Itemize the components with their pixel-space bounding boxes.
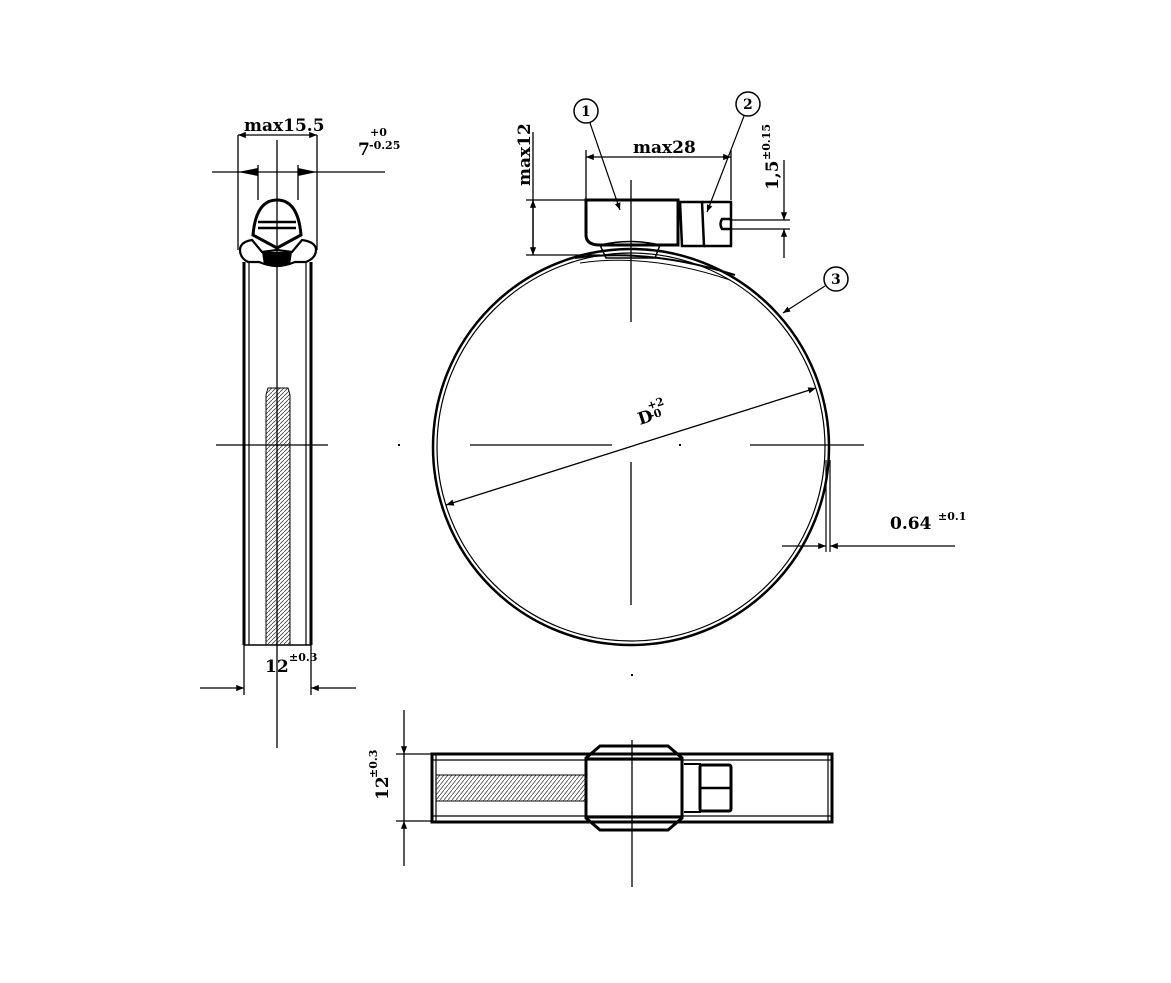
dim-band-thickness-tol: ±0.1 [938, 510, 966, 523]
side-view-screw-head [238, 198, 318, 268]
side-view-band [242, 262, 313, 646]
front-view-housing [584, 198, 733, 259]
dim-max15-5-label: max15.5 [244, 116, 325, 136]
balloon-3-number: 3 [831, 272, 841, 288]
dim-band-thickness: 0.64 ±0.1 [782, 460, 966, 552]
dim-max12-label: max12 [515, 123, 535, 186]
dim-screw-slot: 7 +0 -0.25 [212, 126, 400, 176]
balloon-1: 1 [573, 98, 621, 211]
dim-top-band-width: 12 ±0.3 [367, 710, 432, 866]
dim-diameter-base: D [635, 406, 655, 430]
top-view: 12 ±0.3 [367, 710, 834, 887]
dim-side-band-width: 12 ±0.3 [200, 645, 356, 695]
top-view-thread [435, 774, 587, 802]
dim-diameter-tol-upper: +2 [646, 395, 666, 413]
dim-max12: max12 [515, 123, 600, 256]
top-view-screw-head [684, 763, 733, 813]
dim-screw-slot-tol-lower: -0.25 [369, 139, 400, 152]
dim-top-band-width-base: 12 [373, 776, 393, 800]
balloon-2-number: 2 [743, 97, 753, 113]
dim-max28: max28 [585, 138, 732, 200]
dim-slot-width-base: 1,5 [763, 160, 783, 190]
balloon-1-number: 1 [581, 104, 591, 120]
balloon-3: 3 [782, 266, 849, 314]
side-view: max15.5 7 +0 -0.25 12 ±0.3 [200, 116, 400, 748]
dim-max28-label: max28 [633, 138, 696, 158]
top-view-housing [584, 744, 684, 832]
side-view-thread [265, 387, 291, 646]
dim-diameter-tol-lower: -0 [648, 406, 664, 422]
front-view: max28 max12 1,5 ±0.15 D +2 -0 [398, 91, 966, 676]
dim-screw-slot-tol-upper: +0 [370, 126, 387, 139]
dim-max15-5: max15.5 [237, 116, 325, 250]
dim-top-band-width-tol: ±0.3 [367, 750, 380, 778]
dim-band-thickness-base: 0.64 [890, 514, 932, 534]
dim-slot-width-tol: ±0.15 [760, 124, 773, 160]
dim-side-band-width-tol: ±0.3 [289, 651, 317, 664]
dim-diameter: D +2 -0 [445, 387, 817, 506]
balloon-2: 2 [706, 91, 761, 213]
dim-slot-width: 1,5 ±0.15 [731, 124, 790, 258]
dim-screw-slot-base: 7 [358, 140, 370, 160]
dim-side-band-width-base: 12 [265, 657, 289, 677]
